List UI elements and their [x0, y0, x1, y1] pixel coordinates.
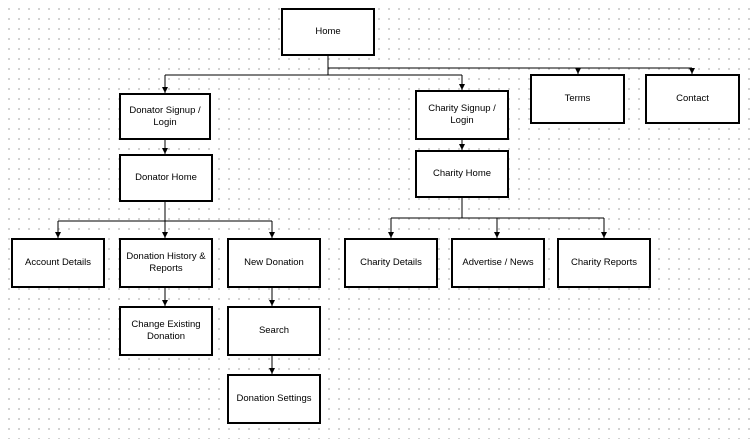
node-change-donation: Change Existing Donation [119, 306, 213, 356]
node-donator-signup: Donator Signup / Login [119, 93, 211, 140]
node-charity-reports: Charity Reports [557, 238, 651, 288]
node-search: Search [227, 306, 321, 356]
node-donator-home: Donator Home [119, 154, 213, 202]
node-advertise-news: Advertise / News [451, 238, 545, 288]
node-terms: Terms [530, 74, 625, 124]
node-donation-settings: Donation Settings [227, 374, 321, 424]
node-new-donation: New Donation [227, 238, 321, 288]
node-home: Home [281, 8, 375, 56]
node-charity-signup: Charity Signup / Login [415, 90, 509, 140]
node-contact: Contact [645, 74, 740, 124]
node-charity-details: Charity Details [344, 238, 438, 288]
node-donation-history: Donation History & Reports [119, 238, 213, 288]
node-charity-home: Charity Home [415, 150, 509, 198]
node-account-details: Account Details [11, 238, 105, 288]
